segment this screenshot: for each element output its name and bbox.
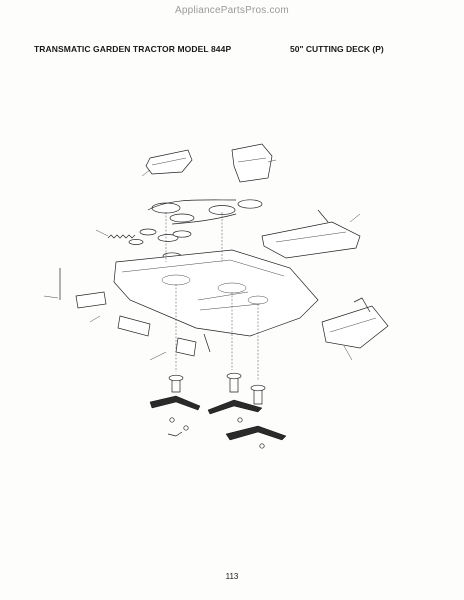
pulley-guard-right [231, 143, 273, 183]
discharge-chute [321, 297, 389, 349]
pulley-guard-left [145, 149, 193, 175]
mower-blade-left [149, 395, 201, 411]
deck-housing [113, 249, 319, 337]
lift-linkage [261, 209, 361, 259]
blade-spindle-center [226, 372, 242, 393]
idler-spring [107, 234, 136, 239]
gauge-roller-rods [59, 268, 211, 357]
page-number: 113 [225, 572, 239, 581]
section-title: 50" CUTTING DECK (P) [290, 44, 384, 54]
model-title: TRANSMATIC GARDEN TRACTOR MODEL 844P [34, 44, 232, 54]
callout-leaders [43, 159, 361, 361]
watermark: AppliancePartsPros.com [175, 5, 289, 16]
mower-blade-right [225, 425, 287, 441]
blade-spindle-right [250, 384, 266, 405]
belt-pulley-stack [128, 199, 263, 260]
blade-hardware [167, 417, 265, 449]
blade-spindle-left [168, 374, 184, 393]
mower-blade-center [207, 399, 263, 415]
spindle-center-lines [165, 212, 259, 380]
